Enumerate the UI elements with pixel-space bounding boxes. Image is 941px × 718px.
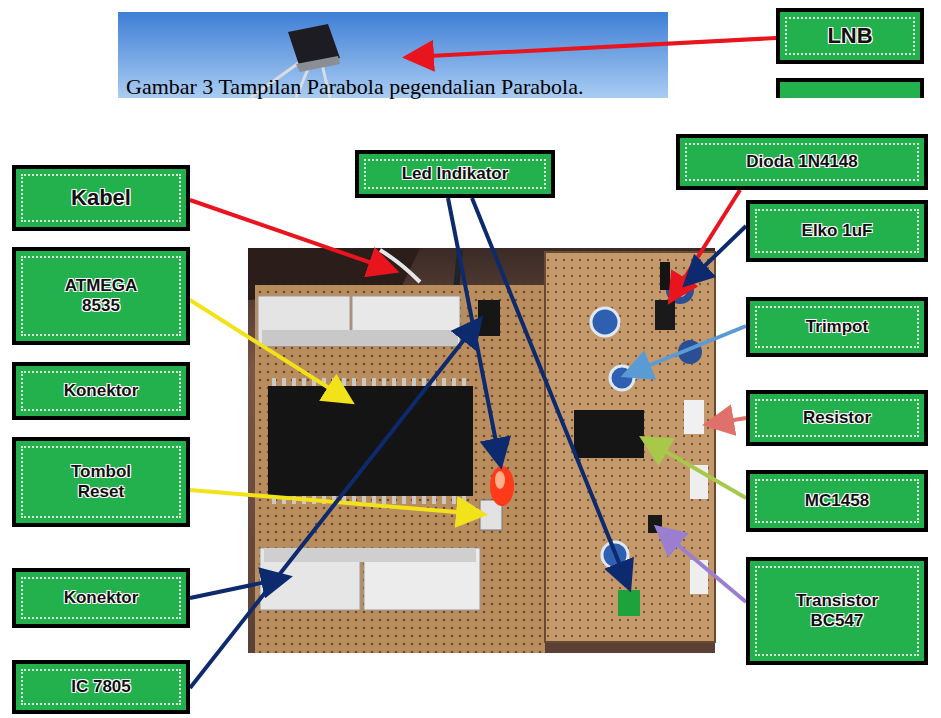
label-box: Konektor <box>12 568 190 628</box>
label-box: MC1458 <box>746 470 928 532</box>
label-box: Resistor <box>746 390 928 446</box>
label-box: Konektor <box>12 362 190 420</box>
component-label: Dioda 1N4148 <box>746 152 858 172</box>
component-label: Konektor <box>64 588 139 608</box>
component-label: Trimpot <box>806 317 868 337</box>
label-box: Tombol Reset <box>12 437 190 527</box>
label-box: Transistor BC547 <box>746 557 928 665</box>
component-label: Tombol Reset <box>61 462 141 503</box>
label-box: Dioda 1N4148 <box>676 134 928 190</box>
component-label: MC1458 <box>805 491 869 511</box>
label-box: Elko 1uF <box>746 200 928 262</box>
label-box: Trimpot <box>746 297 928 357</box>
label-box: Led Indikator <box>355 150 555 198</box>
component-label: ATMEGA 8535 <box>56 276 146 317</box>
component-label: Elko 1uF <box>802 221 873 241</box>
component-label: Konektor <box>64 381 139 401</box>
figure-caption: Gambar 3 Tampilan Parabola pegendalian P… <box>126 74 583 100</box>
component-label: Resistor <box>803 408 871 428</box>
component-label: LNB <box>827 23 872 49</box>
label-box: Kabel <box>12 165 190 231</box>
label-box: LNB <box>776 8 924 64</box>
component-label: Kabel <box>71 185 131 211</box>
component-label: Led Indikator <box>402 164 509 184</box>
label-box: ATMEGA 8535 <box>12 247 190 345</box>
component-label: IC 7805 <box>71 677 131 697</box>
component-label: Transistor BC547 <box>782 591 892 632</box>
label-box: IC 7805 <box>12 660 190 714</box>
